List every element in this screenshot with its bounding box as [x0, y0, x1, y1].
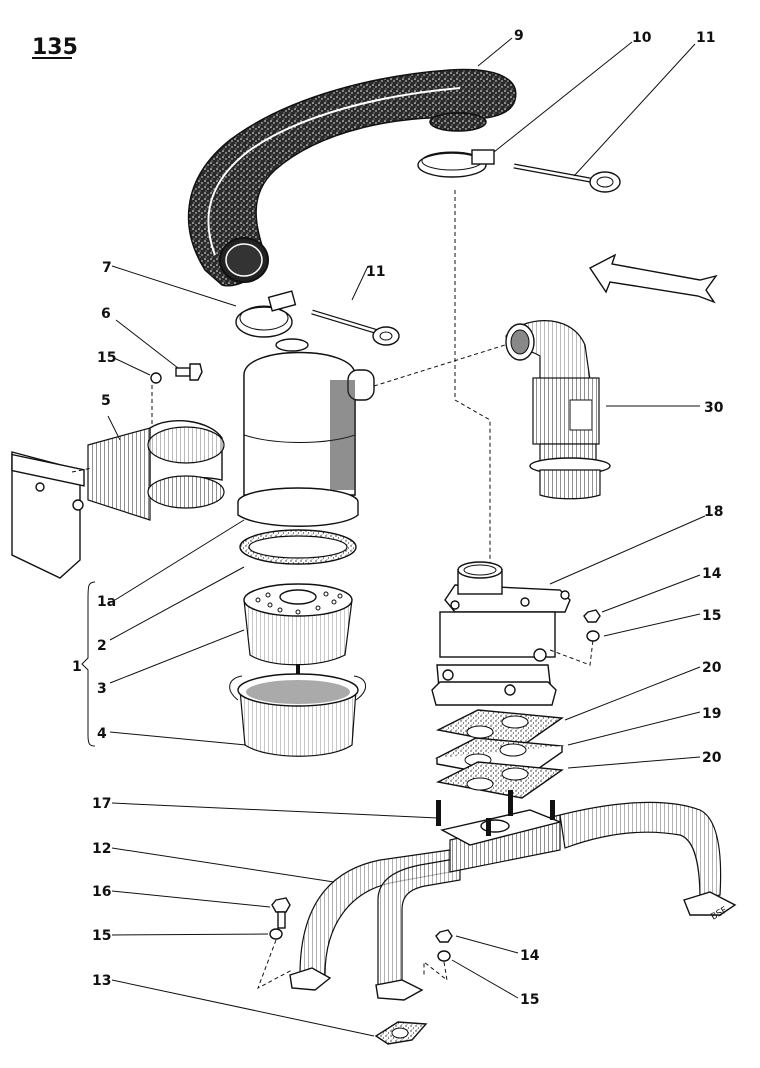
callout-14-lower: 14 — [520, 948, 540, 964]
callout-6: 6 — [101, 306, 111, 322]
callout-3: 3 — [97, 681, 107, 697]
callout-16: 16 — [92, 884, 111, 900]
part-16-bolt — [271, 897, 291, 929]
part-15-washer-lower-left — [269, 928, 283, 940]
svg-text:135: 135 — [32, 35, 78, 60]
part-30-elbow-connector — [505, 320, 611, 500]
part-14-nut-lower — [435, 929, 453, 943]
callout-2: 2 — [97, 638, 107, 654]
callout-labels: 9 10 11 7 11 6 15 5 30 18 1a 2 1 3 4 14 … — [72, 28, 724, 1008]
callout-11-middle: 11 — [366, 264, 385, 280]
callout-10: 10 — [632, 30, 652, 46]
callout-14-top: 14 — [702, 566, 722, 582]
part-13-flange-gasket — [374, 1021, 428, 1045]
part-18-carburetor — [431, 561, 571, 706]
callout-13: 13 — [92, 973, 111, 989]
callout-12: 12 — [92, 841, 111, 857]
callout-15-top: 15 — [97, 350, 116, 366]
callout-11-top: 11 — [696, 30, 715, 46]
callout-5: 5 — [101, 393, 111, 409]
callout-1: 1 — [72, 659, 82, 675]
callout-15-lower-left: 15 — [92, 928, 111, 944]
callout-7: 7 — [102, 260, 112, 276]
part-15-washer-top — [150, 372, 162, 384]
callout-20-lower: 20 — [702, 750, 722, 766]
part-20-gasket-lower — [435, 761, 564, 799]
part-7-hose-clamp — [235, 290, 297, 338]
callout-17: 17 — [92, 796, 111, 812]
direction-arrow-icon — [588, 253, 718, 304]
part-15-washer-lower-right — [437, 950, 451, 962]
part-3-filter-element — [243, 583, 353, 666]
callout-19: 19 — [702, 706, 721, 722]
callout-4: 4 — [97, 726, 107, 742]
part-15-washer-right — [586, 630, 600, 642]
part-2-gasket — [239, 529, 357, 565]
part-10-hose-clamp — [417, 149, 495, 178]
callout-15-right: 15 — [702, 608, 721, 624]
part-11-clamp-screw-middle — [311, 309, 400, 346]
callout-20-upper: 20 — [702, 660, 722, 676]
part-9-intake-hose — [187, 68, 517, 287]
part-4-oil-bowl — [229, 664, 366, 757]
callout-9: 9 — [514, 28, 524, 44]
part-6-bolt — [175, 363, 203, 381]
leader-lines — [107, 37, 706, 1037]
part-14-nut-top — [583, 609, 601, 623]
callout-18: 18 — [704, 504, 723, 520]
group-1-brace — [81, 581, 96, 747]
part-12-intake-manifold — [289, 790, 737, 1001]
part-11-clamp-screw-top — [513, 163, 621, 193]
callout-15-lower-right: 15 — [520, 992, 539, 1008]
part-1a-air-cleaner-housing — [237, 338, 375, 527]
part-5-bracket — [87, 420, 225, 521]
callout-30: 30 — [704, 400, 724, 416]
figure-number: 135 — [32, 35, 78, 60]
body-panel — [11, 451, 85, 579]
callout-1a: 1a — [97, 594, 116, 610]
